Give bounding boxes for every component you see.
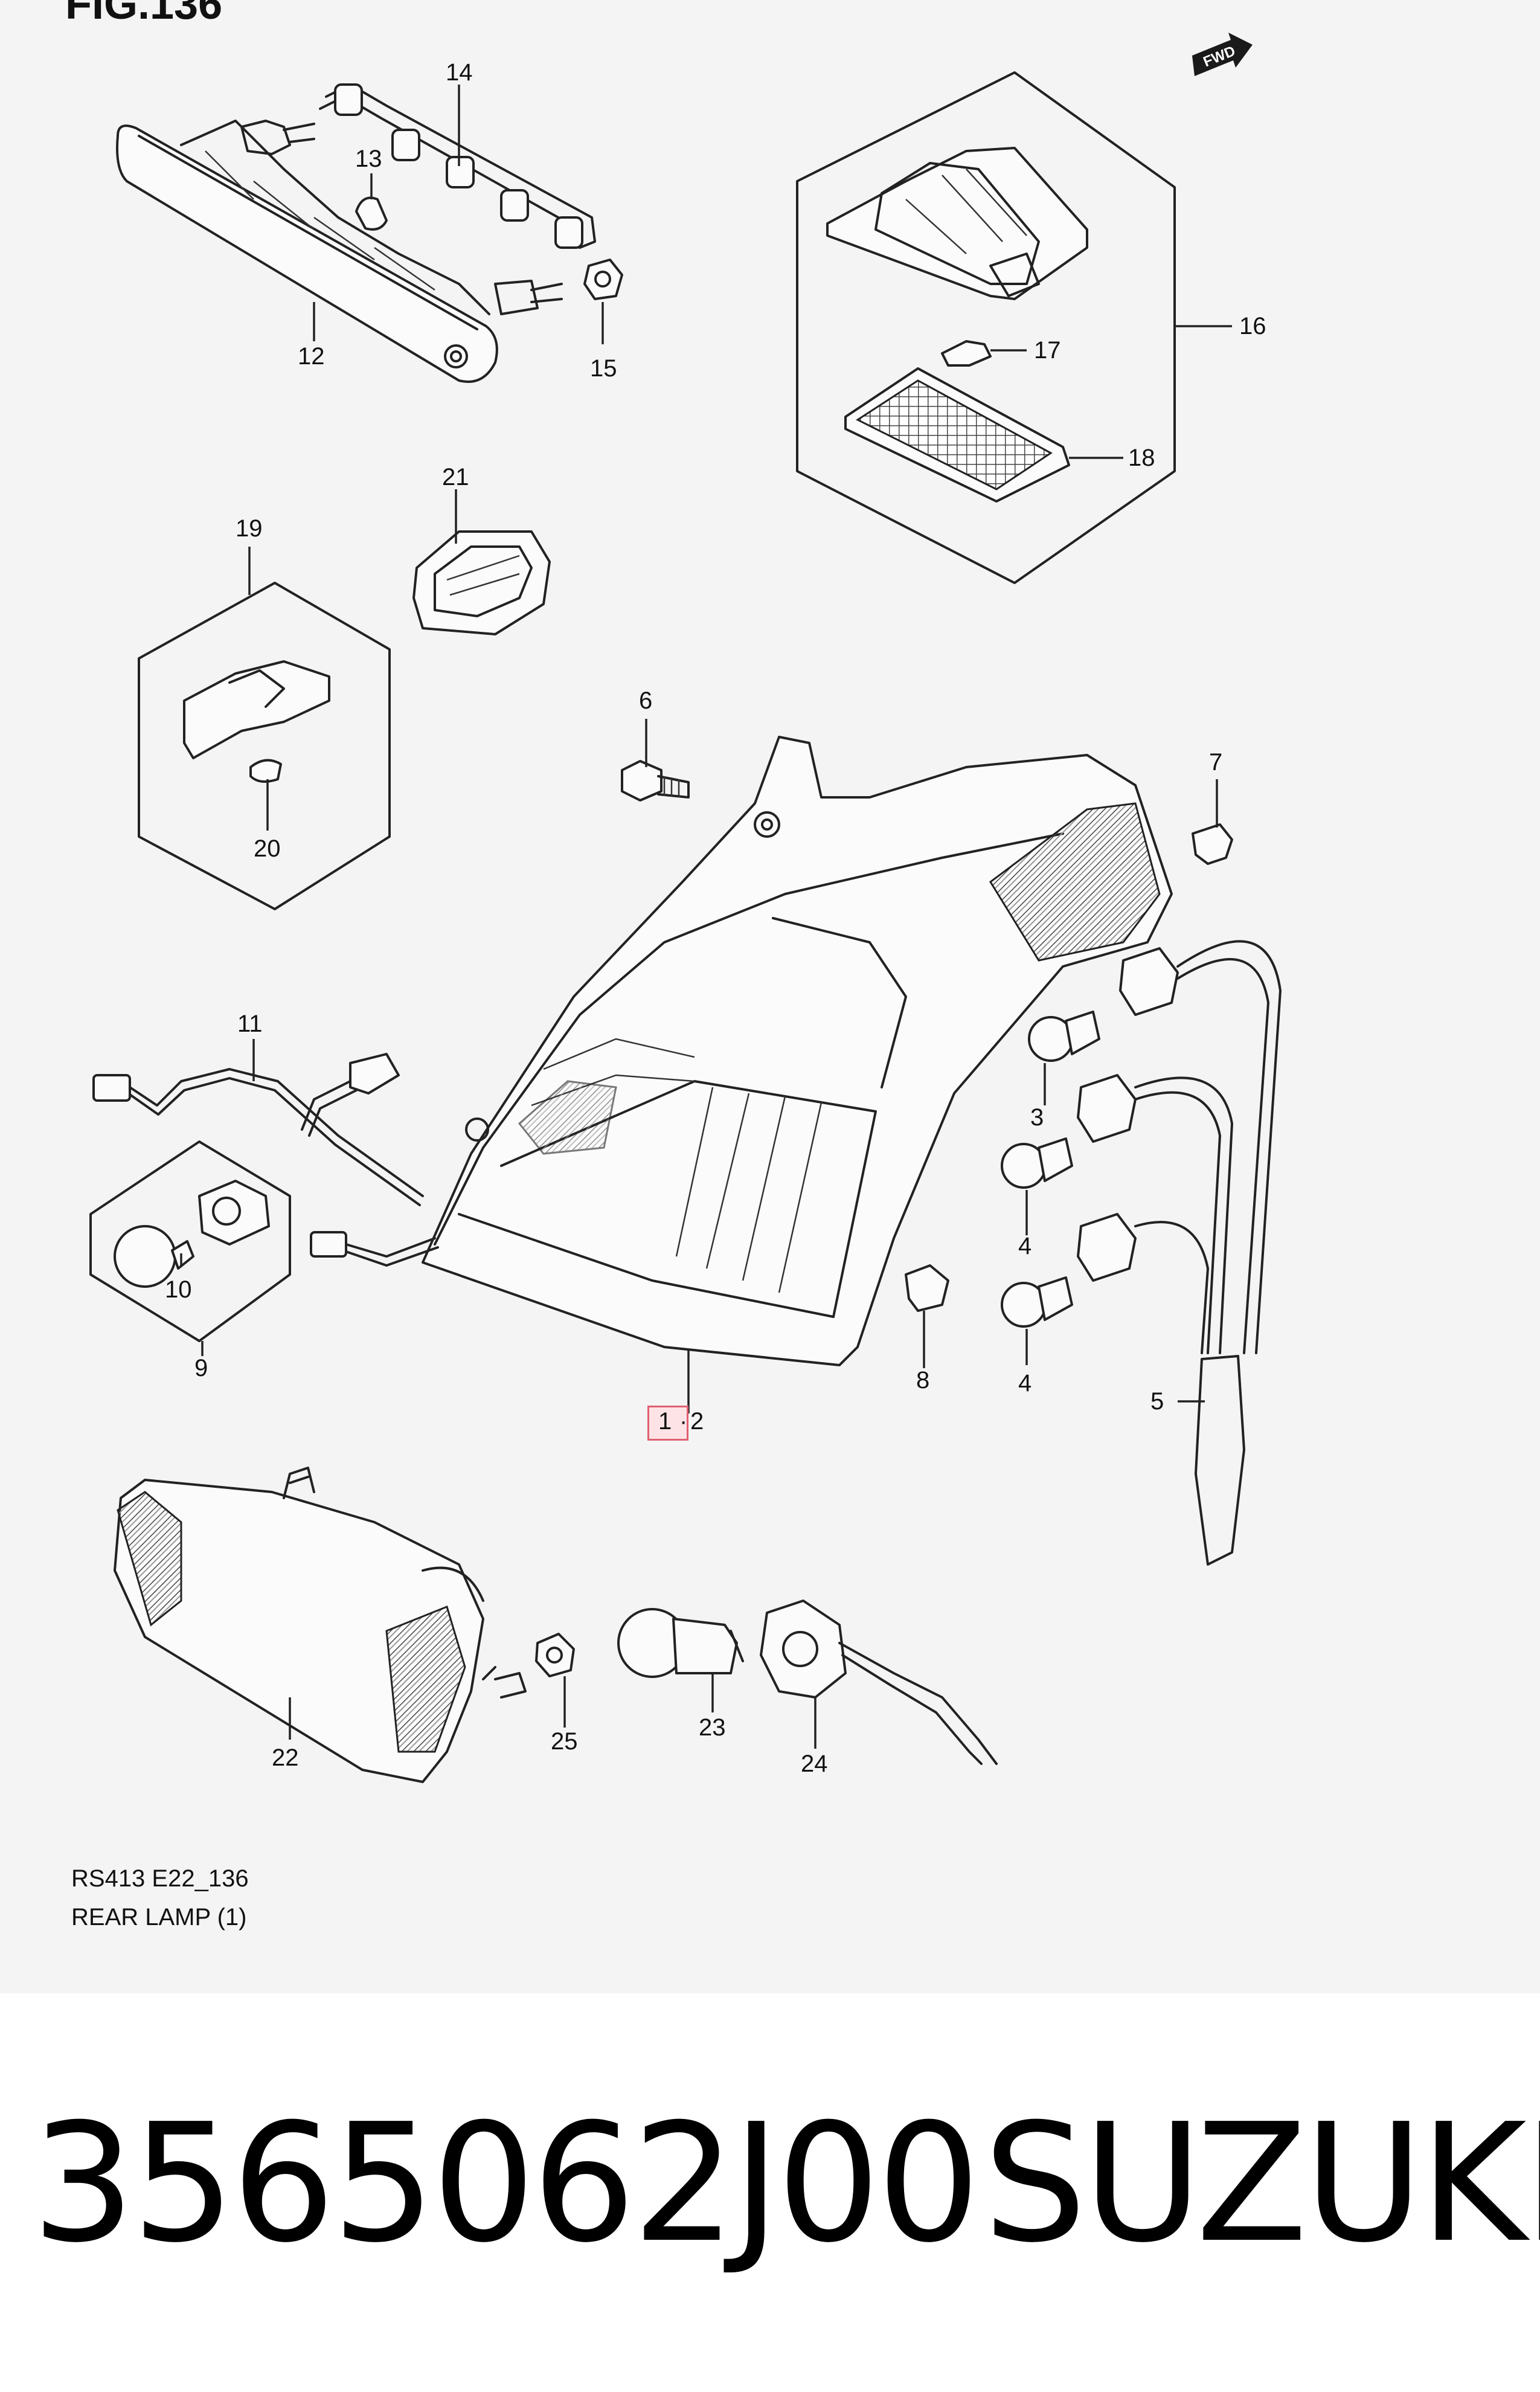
callout-separator: · bbox=[679, 1408, 688, 1435]
exploded-view-drawing bbox=[89, 71, 1282, 1783]
callout-9[interactable]: 9 bbox=[194, 1355, 208, 1381]
nut-25 bbox=[535, 1633, 575, 1677]
diagram-code: RS413 E22_136 bbox=[71, 1865, 249, 1892]
license-plate-lamp-group bbox=[796, 71, 1176, 584]
wire-harness-11 bbox=[92, 1053, 439, 1267]
clip-8 bbox=[905, 1264, 949, 1312]
callout-17[interactable]: 17 bbox=[1034, 337, 1061, 364]
socket-group-19 bbox=[138, 582, 391, 910]
nut-15 bbox=[583, 259, 623, 300]
callout-23[interactable]: 23 bbox=[699, 1714, 726, 1741]
callout-20[interactable]: 20 bbox=[254, 835, 281, 862]
part-number: 3565062J00 bbox=[31, 2088, 981, 2278]
callout-18[interactable]: 18 bbox=[1128, 445, 1155, 471]
clip-7 bbox=[1192, 823, 1233, 865]
callout-22[interactable]: 22 bbox=[272, 1744, 299, 1771]
bulb-3 bbox=[1028, 1011, 1100, 1062]
socket-24 bbox=[760, 1599, 998, 1765]
bulb-4-lower bbox=[1001, 1276, 1073, 1328]
callout-16[interactable]: 16 bbox=[1239, 313, 1266, 339]
screw-6 bbox=[621, 760, 690, 802]
bulb-4-upper bbox=[1001, 1137, 1073, 1189]
callout-5[interactable]: 5 bbox=[1150, 1388, 1164, 1415]
callout-3[interactable]: 3 bbox=[1030, 1104, 1044, 1131]
callout-10[interactable]: 10 bbox=[165, 1276, 192, 1303]
callout-highlight bbox=[647, 1406, 688, 1441]
callout-15[interactable]: 15 bbox=[590, 355, 617, 382]
callout-14[interactable]: 14 bbox=[446, 59, 473, 86]
brand-name: SUZUKI bbox=[983, 2088, 1540, 2278]
rear-combination-lamp bbox=[422, 736, 1173, 1366]
bulb-13 bbox=[355, 196, 388, 231]
callout-1[interactable]: 1 bbox=[658, 1408, 672, 1435]
fwd-arrow-icon: FWD bbox=[1192, 33, 1253, 76]
high-mount-stop-lamp bbox=[116, 120, 563, 383]
forward-direction-indicator: FWD bbox=[1189, 31, 1256, 83]
callout-6[interactable]: 6 bbox=[639, 687, 653, 714]
lamp-housing-21 bbox=[412, 530, 551, 635]
socket-harness-5 bbox=[1077, 940, 1282, 1566]
lamp-socket-harness bbox=[319, 83, 596, 249]
bulb-23 bbox=[617, 1608, 744, 1678]
callout-7[interactable]: 7 bbox=[1209, 749, 1223, 776]
callout-19[interactable]: 19 bbox=[236, 515, 263, 542]
callout-24[interactable]: 24 bbox=[801, 1751, 828, 1777]
callout-12[interactable]: 12 bbox=[298, 343, 325, 370]
callout-4-lower[interactable]: 4 bbox=[1018, 1370, 1032, 1397]
diagram-name: REAR LAMP (1) bbox=[71, 1904, 247, 1931]
socket-group-9 bbox=[89, 1140, 291, 1342]
diagram-area: FWD FIG.136 1 · 2 3 4 4 5 6 7 8 9 10 11 … bbox=[0, 0, 1540, 1993]
callout-8[interactable]: 8 bbox=[916, 1367, 930, 1394]
callout-21[interactable]: 21 bbox=[442, 464, 469, 490]
callout-11[interactable]: 11 bbox=[237, 1011, 263, 1037]
callout-4-upper[interactable]: 4 bbox=[1018, 1233, 1032, 1259]
callout-13[interactable]: 13 bbox=[355, 146, 382, 172]
callout-2[interactable]: 2 bbox=[690, 1408, 704, 1435]
callout-leaders bbox=[180, 85, 1232, 1749]
callout-25[interactable]: 25 bbox=[551, 1728, 578, 1755]
side-turn-lamp-22 bbox=[114, 1467, 527, 1783]
figure-title: FIG.136 bbox=[65, 0, 223, 28]
